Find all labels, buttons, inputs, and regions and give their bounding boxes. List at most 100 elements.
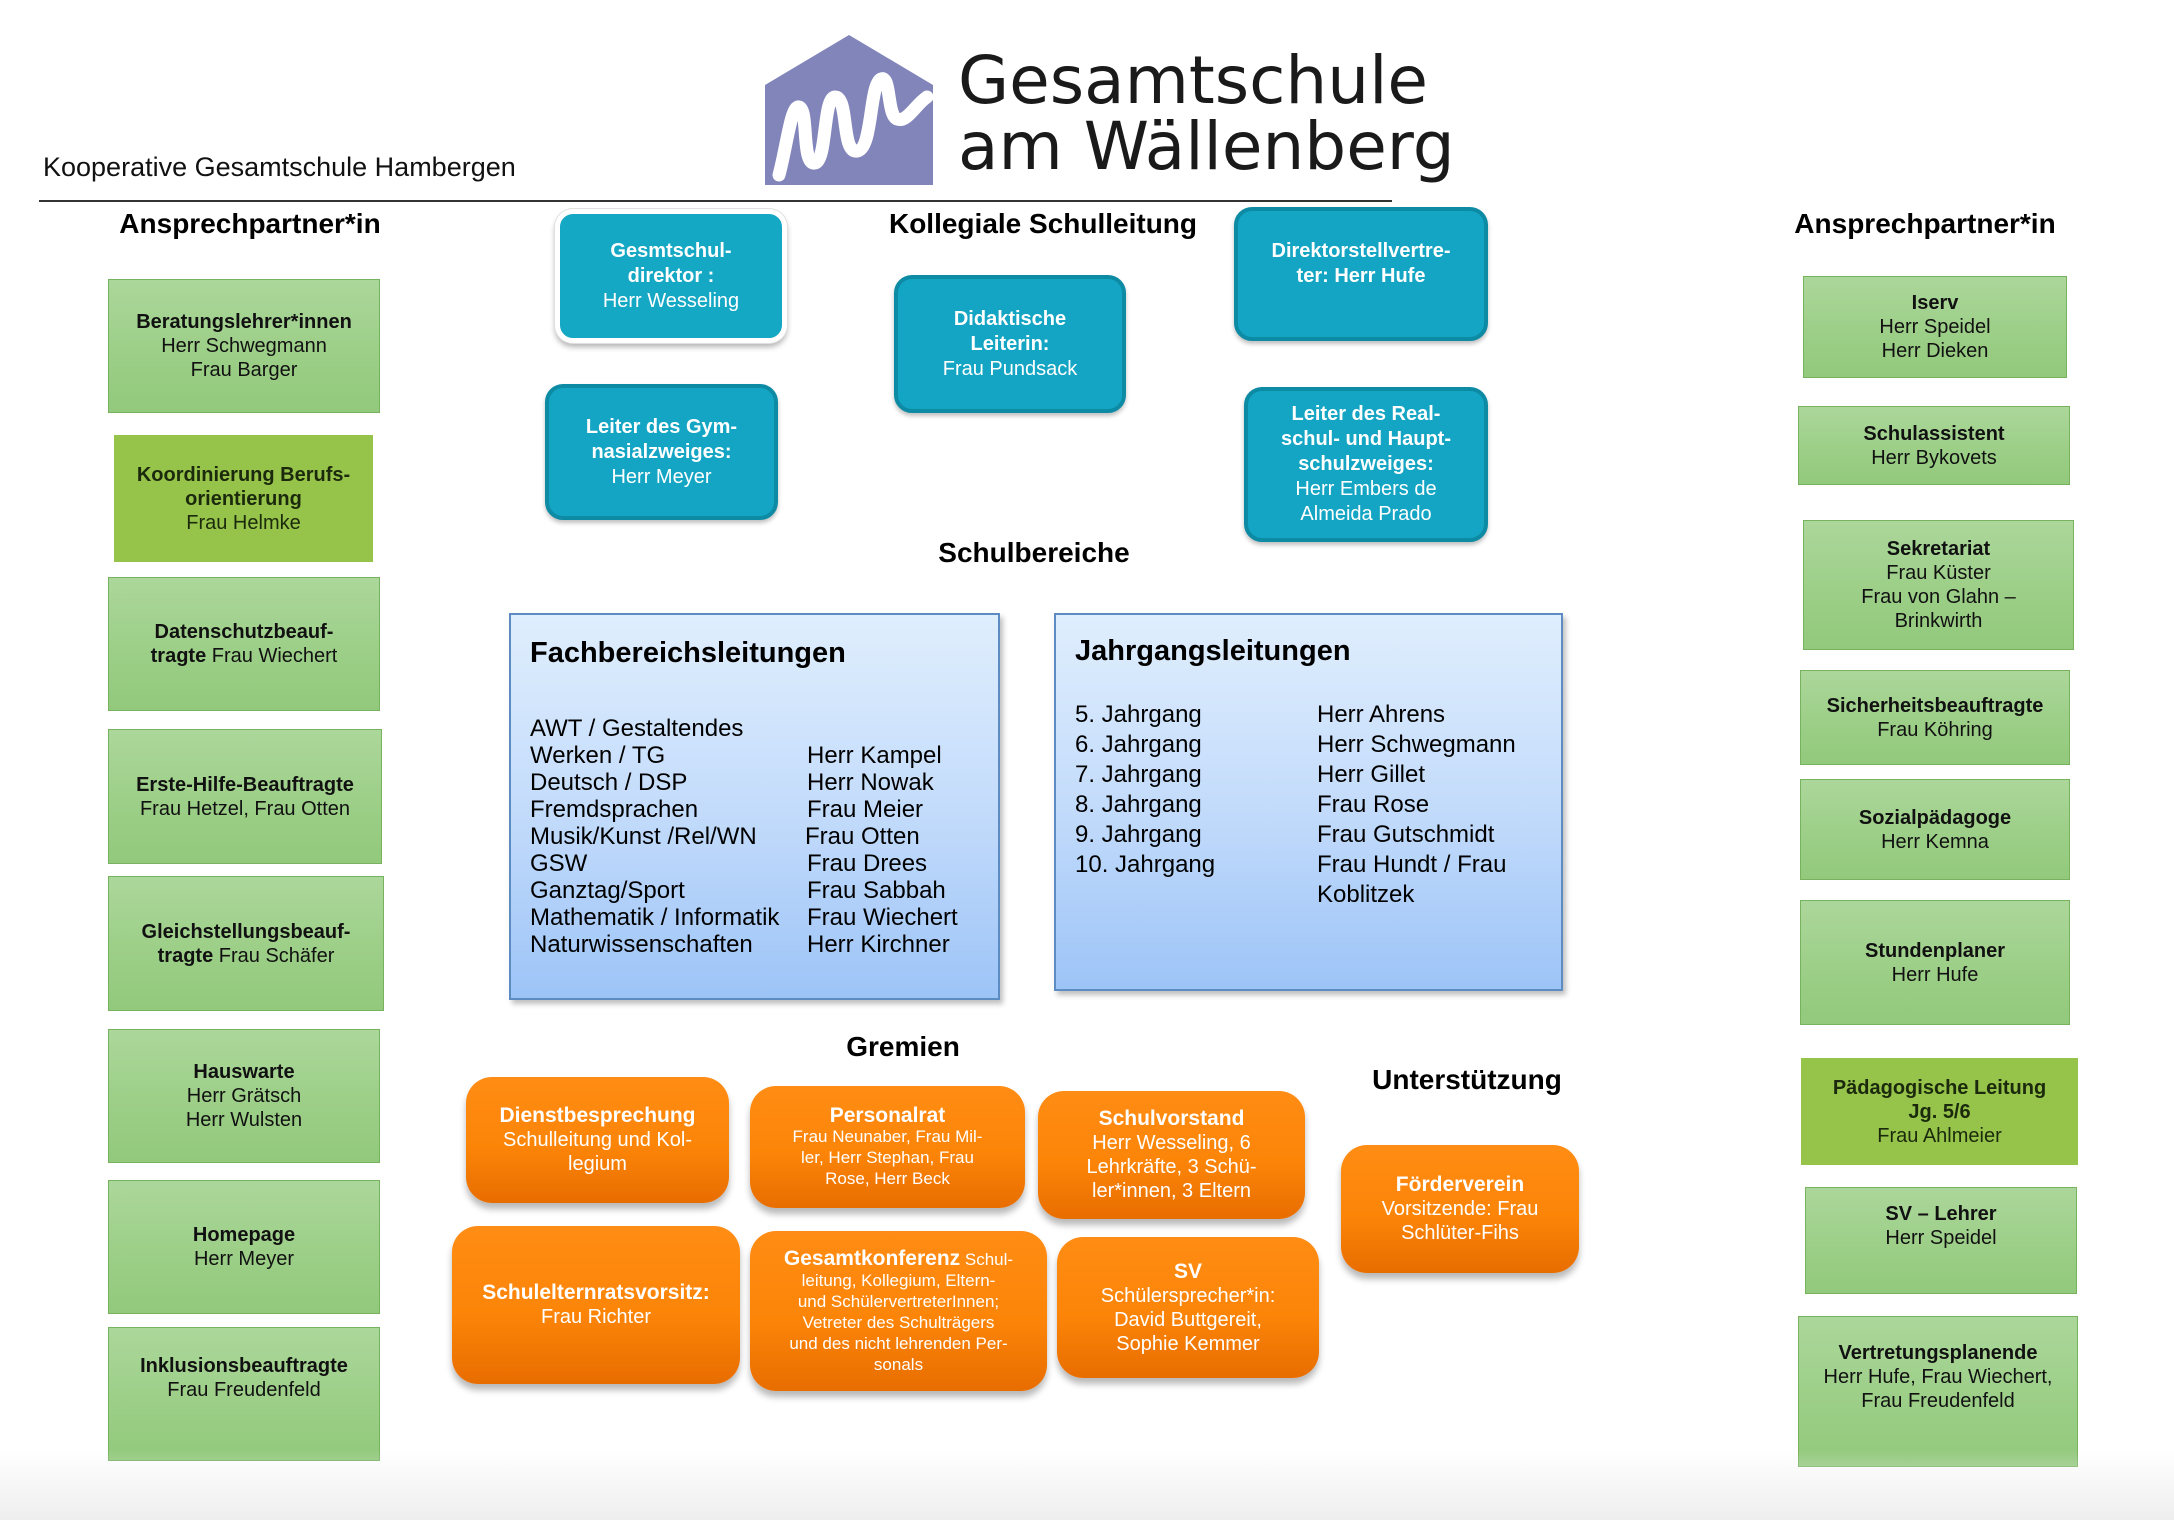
committee-title: Schulvorstand	[1098, 1107, 1245, 1130]
logo-wordmark: Gesamtschule am Wällenberg	[958, 48, 1455, 180]
leader-role: nasialzweiges:	[591, 440, 732, 463]
logo-line-1: Gesamtschule	[958, 42, 1429, 119]
contact-person: Herr Dieken	[1881, 340, 1989, 362]
grades-title: Jahrgangsleitungen	[1075, 635, 1351, 667]
committee-detail: Schul-	[960, 1249, 1014, 1269]
contact-box-sekretariat: Sekretariat Frau Küster Frau von Glahn –…	[1803, 520, 2074, 650]
contact-title: Homepage	[192, 1224, 296, 1246]
contact-person: Herr Wulsten	[185, 1109, 303, 1131]
department-subject: AWT / Gestaltendes	[530, 715, 744, 742]
department-subject: Ganztag/Sport	[530, 877, 685, 904]
contact-person: Brinkwirth	[1894, 610, 1983, 632]
committee-detail: Lehrkräfte, 3 Schü-	[1086, 1156, 1257, 1178]
grade-lead: Koblitzek	[1317, 881, 1415, 908]
leader-role: Direktorstellvertre-	[1271, 240, 1451, 262]
leader-box-realschulzweig: Leiter des Real- schul- und Haupt- schul…	[1244, 387, 1488, 542]
contact-title: Gleichstellungsbeauf-	[141, 920, 351, 943]
contact-person: Frau Schäfer	[213, 944, 335, 967]
school-name: Kooperative Gesamtschule Hambergen	[43, 152, 516, 182]
leader-role: ter: Herr Hufe	[1296, 265, 1426, 287]
contact-title-cont: Jg. 5/6	[1908, 1100, 1971, 1123]
committee-detail: Frau Neunaber, Frau Mil-	[792, 1127, 983, 1146]
contact-title-cont: tragte	[157, 944, 214, 967]
contact-title: Iserv	[1911, 292, 1959, 314]
committee-detail: und des nicht lehrenden Per-	[789, 1333, 1008, 1353]
committee-title: Dienstbesprechung	[499, 1104, 696, 1127]
support-detail: Schlüter-Fihs	[1401, 1222, 1519, 1244]
grade-label: 10. Jahrgang	[1075, 851, 1216, 878]
contact-person: Herr Hufe, Frau Wiechert,	[1823, 1366, 2053, 1388]
contact-title-cont: tragte	[150, 645, 207, 667]
grade-lead: Herr Ahrens	[1317, 701, 1446, 728]
leadership-heading: Kollegiale Schulleitung	[888, 208, 1198, 239]
leader-box-gesamtschuldirektor: Gesmtschul- direktor : Herr Wesseling	[555, 209, 787, 343]
contact-box-beratungslehrer: Beratungslehrer*innen Herr Schwegmann Fr…	[108, 279, 380, 413]
committee-detail: Vetreter des Schulträgers	[802, 1312, 995, 1332]
contact-title: Beratungslehrer*innen	[136, 311, 352, 333]
contact-person: Herr Schwegmann	[161, 335, 327, 357]
contact-box-gleichstellung: Gleichstellungsbeauf- tragte Frau Schäfe…	[108, 876, 384, 1011]
contact-person: Herr Kemna	[1881, 830, 1989, 853]
department-subject: Mathematik / Informatik	[530, 904, 780, 931]
leader-role: schulzweiges:	[1298, 453, 1434, 475]
leader-box-direktorstellvertreter: Direktorstellvertre- ter: Herr Hufe	[1234, 207, 1488, 341]
contact-person: Frau Helmke	[186, 511, 301, 534]
committee-box-schulvorstand: Schulvorstand Herr Wesseling, 6 Lehrkräf…	[1038, 1091, 1305, 1219]
grade-label: 6. Jahrgang	[1075, 731, 1202, 758]
leader-person: Herr Meyer	[611, 465, 712, 488]
departments-panel: Fachbereichsleitungen AWT / Gestaltendes…	[509, 613, 1000, 1000]
contact-title: Inklusionsbeauftragte	[140, 1355, 348, 1377]
contact-box-sozialpaedagoge: Sozialpädagoge Herr Kemna	[1800, 779, 2070, 880]
department-subject: GSW	[530, 850, 588, 877]
support-heading: Unterstützung	[1372, 1064, 1562, 1095]
contact-person: Frau Wiechert	[206, 645, 338, 667]
committee-detail: David Buttgereit,	[1114, 1308, 1262, 1331]
contact-person: Frau Barger	[190, 359, 298, 381]
leader-person: Herr Wesseling	[602, 289, 740, 312]
support-detail: Vorsitzende: Frau	[1381, 1198, 1539, 1220]
leader-role: Leiter des Gym-	[585, 415, 738, 438]
school-logo-icon	[765, 35, 934, 185]
leader-role: Leiter des Real-	[1291, 403, 1441, 425]
committee-detail: Schulleitung und Kol-	[502, 1129, 692, 1151]
department-subject: Werken / TG	[530, 742, 666, 769]
committee-box-gesamtkonferenz: Gesamtkonferenz Schul- leitung, Kollegiu…	[750, 1231, 1047, 1391]
grade-lead: Herr Schwegmann	[1317, 731, 1516, 758]
contact-title: Datenschutzbeauf-	[154, 621, 334, 643]
department-lead: Frau Drees	[807, 850, 928, 877]
support-box-foerderverein: Förderverein Vorsitzende: Frau Schlüter-…	[1341, 1145, 1579, 1273]
department-subject: Musik/Kunst /Rel/WN	[530, 823, 757, 850]
contact-box-sv-lehrer: SV – Lehrer Herr Speidel	[1805, 1187, 2077, 1294]
department-subject: Fremdsprachen	[530, 796, 699, 823]
committee-detail: und SchülervertreterInnen;	[797, 1291, 1000, 1311]
contact-box-sicherheit: Sicherheitsbeauftragte Frau Köhring	[1800, 670, 2070, 765]
contact-person: Herr Grätsch	[186, 1085, 302, 1107]
contact-title: SV – Lehrer	[1885, 1203, 1997, 1225]
support-title: Förderverein	[1395, 1173, 1525, 1196]
committee-detail: Rose, Herr Beck	[825, 1169, 950, 1188]
committee-detail: ler*innen, 3 Eltern	[1092, 1180, 1251, 1202]
leader-person: Herr Embers de	[1295, 478, 1437, 500]
department-lead: Herr Nowak	[807, 769, 934, 796]
committee-box-personalrat: Personalrat Frau Neunaber, Frau Mil- ler…	[750, 1086, 1025, 1208]
department-lead: Herr Kampel	[807, 742, 942, 769]
departments-title: Fachbereichsleitungen	[530, 637, 846, 669]
logo-line-2: am Wällenberg	[958, 108, 1455, 185]
leader-role: Gesmtschul-	[610, 239, 732, 262]
committee-box-schulelternrat: Schulelternratsvorsitz: Frau Richter	[452, 1226, 740, 1384]
grade-label: 7. Jahrgang	[1075, 761, 1202, 788]
committee-detail: legium	[568, 1153, 627, 1175]
department-subject: Deutsch / DSP	[530, 769, 688, 796]
leader-role: Didaktische	[953, 307, 1067, 330]
leader-box-gymnasialzweig: Leiter des Gym- nasialzweiges: Herr Meye…	[545, 384, 778, 520]
department-lead: Frau Sabbah	[807, 877, 946, 904]
contact-title-cont: orientierung	[185, 487, 302, 510]
grade-lead: Frau Rose	[1317, 791, 1430, 818]
leader-role: Leiterin:	[970, 332, 1050, 355]
contact-person: Frau Ahlmeier	[1877, 1124, 2002, 1147]
committee-detail: Sophie Kemmer	[1116, 1332, 1260, 1355]
department-lead: Frau Otten	[805, 823, 920, 850]
contact-person: Herr Hufe	[1891, 963, 1979, 986]
committee-box-dienstbesprechung: Dienstbesprechung Schulleitung und Kol- …	[466, 1077, 729, 1203]
